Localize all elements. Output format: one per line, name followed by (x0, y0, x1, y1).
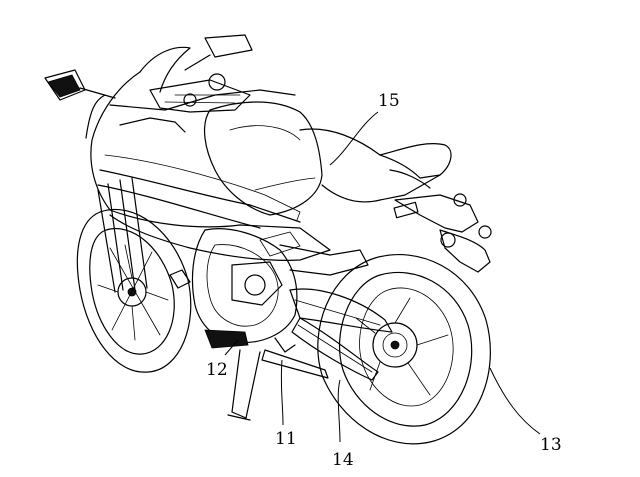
leader-lines (224, 111, 541, 443)
leader-15 (329, 111, 379, 166)
leader-14 (337, 379, 341, 443)
leader-13 (489, 367, 541, 435)
handlebars (44, 34, 296, 133)
fuel-tank (204, 101, 323, 216)
reference-numeral-13: 13 (540, 435, 562, 455)
engine (169, 228, 369, 349)
front-wheel (76, 208, 192, 373)
reference-numeral-11: 11 (275, 429, 297, 449)
reference-numeral-15: 15 (378, 91, 400, 111)
front-fork (97, 177, 148, 293)
leader-12 (224, 339, 239, 356)
swingarm (289, 288, 393, 381)
leader-11 (280, 359, 284, 426)
seat-tail (299, 128, 452, 203)
reference-numeral-14: 14 (332, 450, 354, 470)
fairing (85, 46, 331, 261)
reference-numeral-12: 12 (206, 360, 228, 380)
kickstand (227, 337, 329, 421)
tail-bracket (393, 193, 492, 273)
rear-wheel (317, 254, 491, 445)
